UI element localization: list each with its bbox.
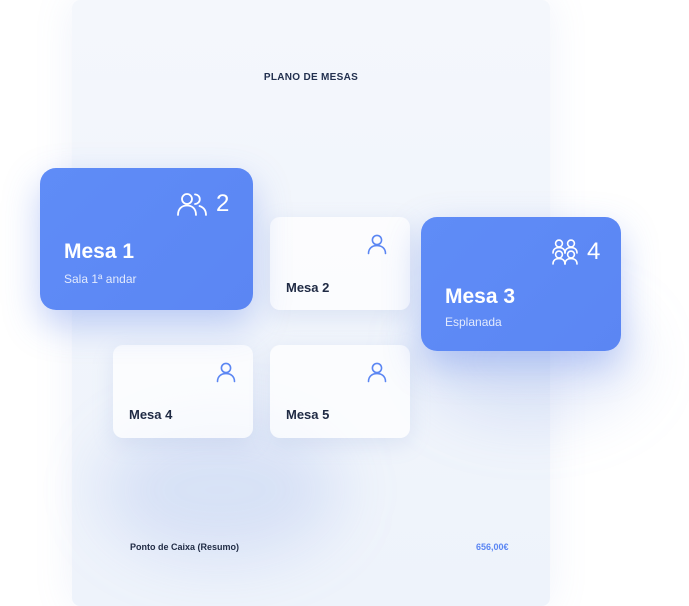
table-name: Mesa 5 (286, 407, 330, 422)
panel-title: PLANO DE MESAS (263, 72, 359, 83)
cash-point-summary-label[interactable]: Ponto de Caixa (Resumo) (130, 542, 240, 552)
table-card-mesa-1[interactable]: 2 Mesa 1 Sala 1ª andar (40, 168, 253, 310)
seat-count: 4 (551, 238, 600, 266)
table-name: Mesa 3 (445, 285, 516, 308)
background-glow (100, 420, 340, 560)
table-card-mesa-2[interactable]: Mesa 2 (270, 217, 410, 310)
table-location: Esplanada (445, 315, 502, 329)
table-card-mesa-5[interactable]: Mesa 5 (270, 345, 410, 438)
cash-point-summary-value: 656,00€ (476, 542, 509, 552)
seat-count: 2 (176, 190, 229, 218)
table-name: Mesa 2 (286, 280, 330, 295)
group-people-icon (552, 239, 578, 265)
seat-count-value: 2 (216, 190, 230, 217)
person-icon (367, 362, 387, 383)
person-icon (216, 362, 236, 383)
table-name: Mesa 1 (64, 240, 135, 263)
person-icon (367, 234, 387, 255)
two-people-icon (177, 193, 207, 216)
table-name: Mesa 4 (129, 407, 173, 422)
table-card-mesa-4[interactable]: Mesa 4 (113, 345, 253, 438)
table-card-mesa-3[interactable]: 4 Mesa 3 Esplanada (421, 217, 621, 351)
seat-count-value: 4 (587, 238, 601, 265)
table-location: Sala 1ª andar (64, 272, 137, 286)
